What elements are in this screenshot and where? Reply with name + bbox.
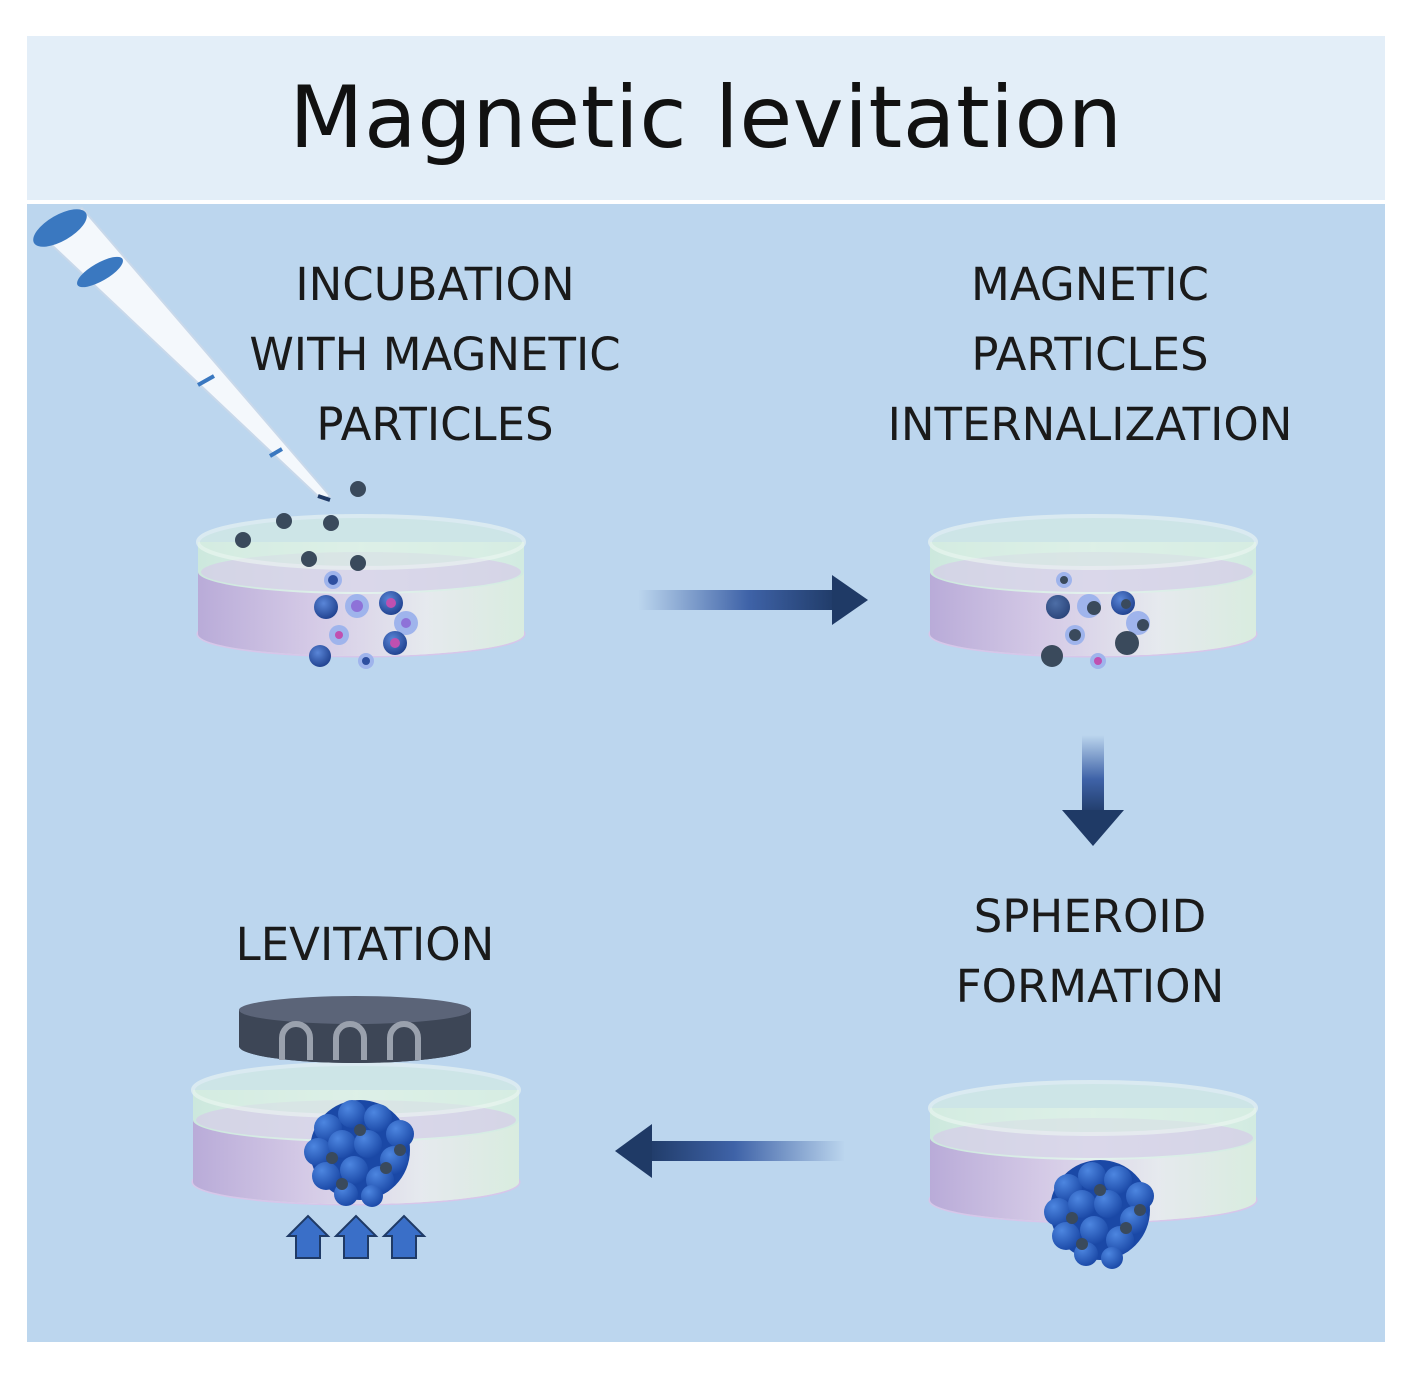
step-label-line: MAGNETIC [971,258,1209,311]
pipette-icon [33,206,332,502]
cell [1041,572,1150,669]
flow-arrow-icon [1062,735,1124,846]
step-label-internalization: MAGNETIC PARTICLES INTERNALIZATION [870,250,1310,460]
step-label-line: WITH MAGNETIC [249,328,621,381]
cell [309,571,418,669]
title-band: Magnetic levitation [27,36,1385,200]
magnetic-particle [235,481,366,571]
page-title: Magnetic levitation [289,68,1123,168]
petri-dish-icon [196,481,526,669]
step-label-levitation: LEVITATION [200,910,530,980]
flow-arrow-icon [615,1124,845,1178]
magnet-icon [239,996,471,1063]
petri-dish-icon [191,1062,521,1259]
step-label-line: SPHEROID [973,890,1207,943]
step-label-line: PARTICLES [971,328,1209,381]
flow-arrow-icon [638,575,868,625]
up-arrow-icon [285,1214,427,1259]
spheroid [304,1100,414,1207]
step-label-line: FORMATION [955,960,1225,1013]
step-label-line: INCUBATION [295,258,575,311]
step-label-spheroid: SPHEROID FORMATION [920,882,1260,1022]
spheroid [1044,1160,1154,1269]
step-label-line: PARTICLES [316,398,554,451]
petri-dish-icon [928,514,1258,669]
step-label-incubation: INCUBATION WITH MAGNETIC PARTICLES [235,250,635,460]
step-label-line: LEVITATION [235,918,495,971]
petri-dish-icon [928,1080,1258,1269]
step-label-line: INTERNALIZATION [887,398,1293,451]
